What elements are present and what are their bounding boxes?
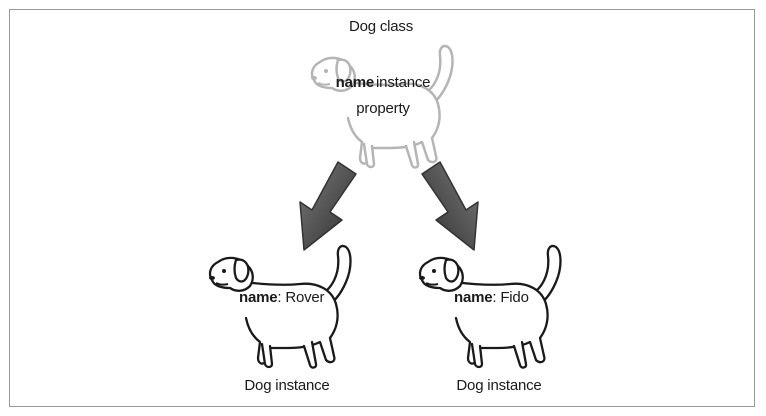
rover-dog-illustration (200, 238, 370, 370)
class-caption: Dog class (348, 18, 414, 35)
dog-icon (310, 44, 454, 169)
fido-name-value: : Fido (492, 289, 529, 306)
class-dog-illustration (302, 38, 472, 170)
fido-dog-illustration (410, 238, 580, 370)
fido-caption: Dog instance (456, 377, 542, 394)
rover-name-keyword: name (239, 289, 278, 306)
down-right-arrow-icon (421, 161, 479, 251)
property-name-keyword: name (335, 74, 375, 91)
arrow-to-rover (294, 160, 358, 257)
rover-name-label: name: Rover (239, 289, 325, 306)
dog-icon (418, 244, 562, 369)
property-rest-line1: instance (376, 74, 431, 91)
down-left-arrow-icon (299, 161, 357, 251)
class-property-line2: property (356, 100, 410, 117)
rover-name-value: : Rover (277, 289, 325, 306)
dog-icon (208, 244, 352, 369)
fido-name-keyword: name (454, 289, 493, 306)
fido-name-label: name: Fido (454, 289, 529, 306)
arrow-to-fido (420, 160, 484, 257)
rover-caption: Dog instance (244, 377, 330, 394)
